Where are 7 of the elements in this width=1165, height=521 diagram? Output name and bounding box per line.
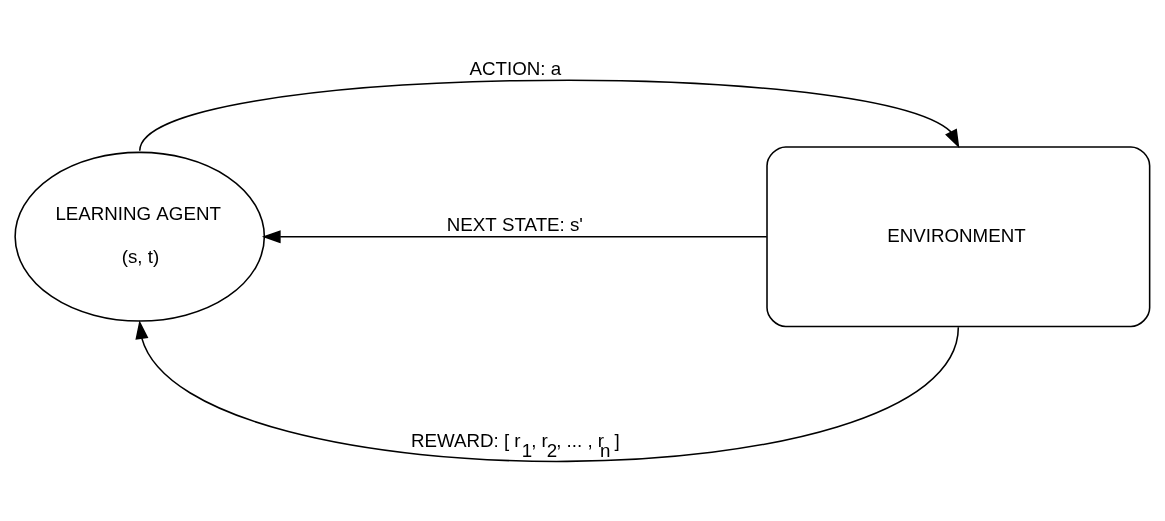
edge-label: ACTION: a bbox=[469, 57, 562, 79]
node-ellipse: LEARNING AGENT (s, t) bbox=[14, 151, 266, 322]
arrow bbox=[135, 319, 960, 462]
arrow bbox=[261, 229, 768, 243]
arrow bbox=[138, 79, 960, 152]
node-box: ENVIRONMENT bbox=[766, 145, 1151, 327]
edge-label: NEXT STATE: s' bbox=[446, 213, 583, 235]
